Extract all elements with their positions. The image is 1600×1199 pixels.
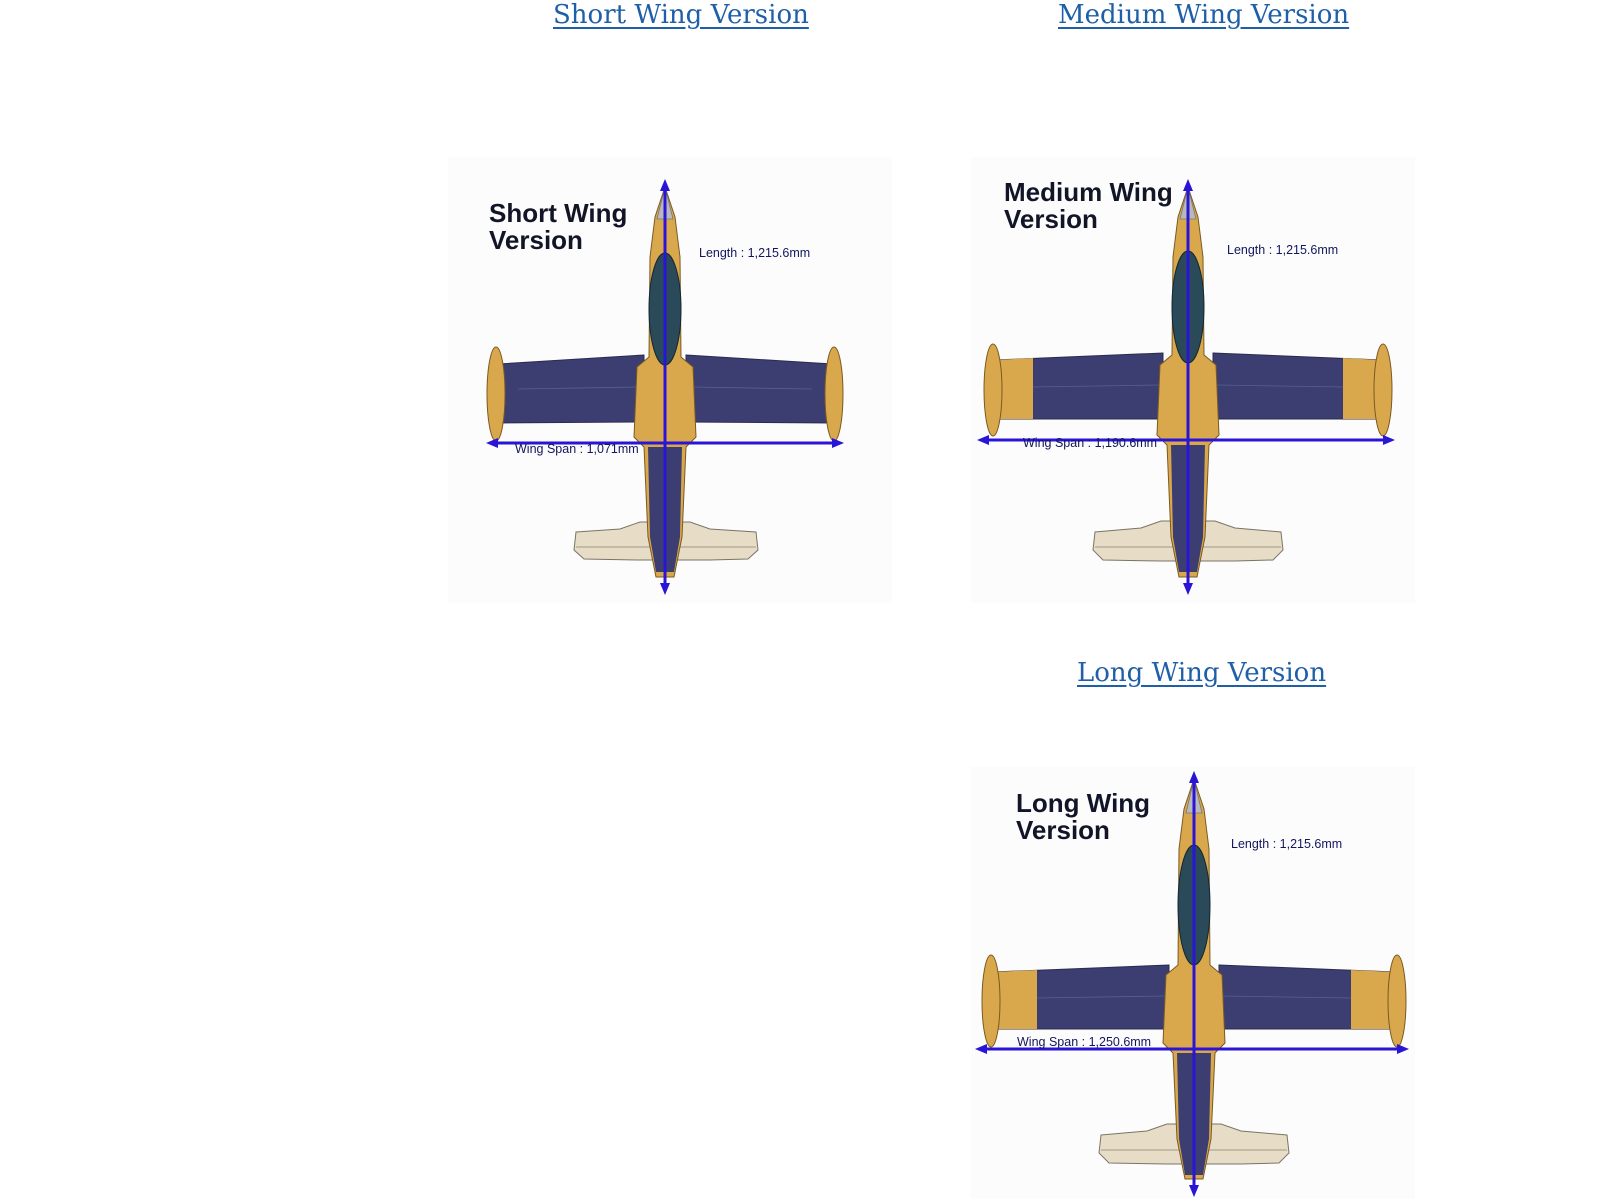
long-wing-span-label: Wing Span : 1,250.6mm [1017, 1035, 1152, 1049]
short-wing-aircraft-drawing [486, 179, 844, 595]
short-wing-title-line1: Short Wing [489, 198, 628, 228]
medium-wing-title-line1: Medium Wing [1004, 177, 1173, 207]
long-wing-aircraft-drawing [975, 771, 1409, 1197]
short-wing-length-label: Length : 1,215.6mm [699, 246, 811, 260]
medium-wing-diagram: Medium Wing Version Length : 1,215.6mm W… [971, 157, 1415, 603]
short-wing-span-label: Wing Span : 1,071mm [515, 442, 639, 456]
short-wing-version-link[interactable]: Short Wing Version [553, 0, 809, 30]
short-wing-diagram: Short Wing Version Length : 1,215.6mm Wi… [448, 157, 892, 603]
long-wing-length-label: Length : 1,215.6mm [1231, 837, 1343, 851]
long-wing-title-line2: Version [1016, 815, 1110, 845]
long-wing-version-link[interactable]: Long Wing Version [1077, 658, 1327, 688]
long-wing-title-line1: Long Wing [1016, 788, 1151, 818]
medium-wing-length-label: Length : 1,215.6mm [1227, 243, 1339, 257]
medium-wing-version-link[interactable]: Medium Wing Version [1058, 0, 1350, 30]
medium-wing-span-label: Wing Span : 1,190.6mm [1023, 436, 1158, 450]
medium-wing-title-line2: Version [1004, 204, 1098, 234]
short-wing-title-line2: Version [489, 225, 583, 255]
medium-wing-aircraft-drawing [977, 179, 1395, 595]
long-wing-diagram: Long Wing Version Length : 1,215.6mm Win… [971, 767, 1415, 1199]
